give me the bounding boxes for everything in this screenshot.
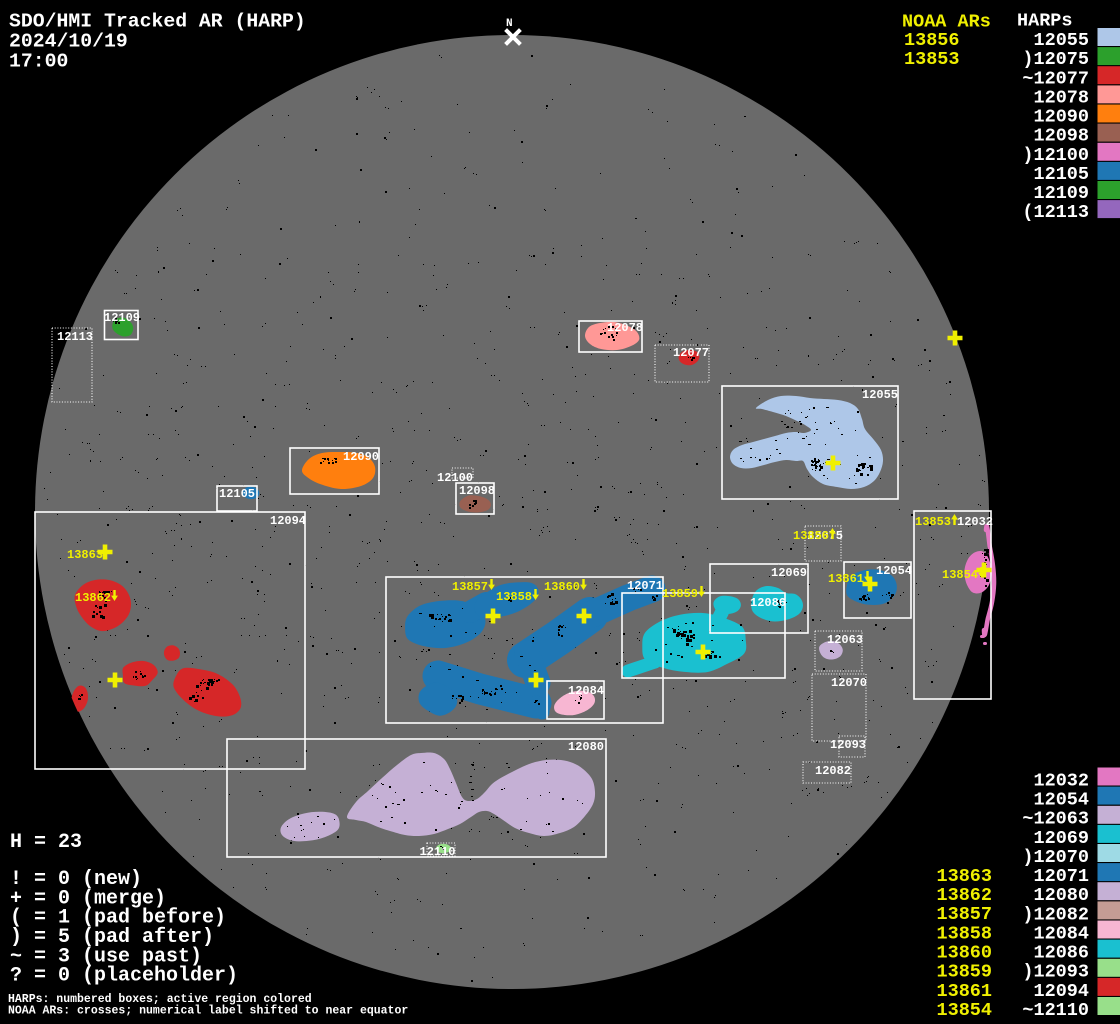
svg-text:12077: 12077 — [673, 346, 709, 360]
svg-text:)12075: )12075 — [1022, 49, 1089, 70]
svg-text:12113: 12113 — [57, 330, 93, 344]
svg-text:12080: 12080 — [1033, 885, 1089, 906]
svg-text:NOAA ARs: NOAA ARs — [902, 12, 991, 33]
svg-text:12071: 12071 — [627, 579, 663, 593]
svg-text:12054: 12054 — [876, 564, 912, 578]
svg-text:)12100: )12100 — [1022, 145, 1089, 166]
svg-text:+ = 0 (merge): + = 0 (merge) — [10, 887, 166, 910]
svg-text:~12110: ~12110 — [1022, 1000, 1089, 1021]
svg-text:12032: 12032 — [1033, 770, 1089, 791]
svg-text:12094: 12094 — [1033, 981, 1089, 1002]
svg-text:)12093: )12093 — [1022, 962, 1089, 983]
svg-text:13858: 13858 — [936, 923, 992, 944]
svg-text:13861: 13861 — [828, 572, 864, 586]
svg-text:12055: 12055 — [862, 388, 898, 402]
svg-text:13857: 13857 — [936, 904, 992, 925]
svg-text:12090: 12090 — [343, 450, 379, 464]
svg-text:12109: 12109 — [1033, 183, 1089, 204]
svg-text:12090: 12090 — [1033, 107, 1089, 128]
svg-text:N: N — [506, 18, 513, 30]
svg-text:12110: 12110 — [420, 845, 456, 859]
svg-text:12084: 12084 — [1033, 923, 1089, 944]
svg-text:13859: 13859 — [662, 587, 698, 601]
svg-text:12032: 12032 — [957, 515, 993, 529]
svg-text:~12063: ~12063 — [1022, 809, 1089, 830]
svg-text:H = 23: H = 23 — [10, 831, 82, 854]
svg-text:( = 1 (pad before): ( = 1 (pad before) — [10, 907, 226, 930]
svg-text:13854: 13854 — [936, 1000, 992, 1021]
svg-text:13862: 13862 — [936, 885, 992, 906]
svg-text:12070: 12070 — [831, 676, 867, 690]
svg-text:)12070: )12070 — [1022, 847, 1089, 868]
svg-text:12078: 12078 — [607, 321, 643, 335]
svg-text:12093: 12093 — [830, 738, 866, 752]
svg-text:SDO/HMI Tracked AR (HARP): SDO/HMI Tracked AR (HARP) — [9, 11, 306, 33]
svg-text:13860: 13860 — [544, 580, 580, 594]
svg-text:13857: 13857 — [452, 580, 488, 594]
svg-text:12100: 12100 — [437, 471, 473, 485]
svg-text:13853: 13853 — [904, 49, 960, 70]
svg-text:(12113: (12113 — [1022, 202, 1089, 223]
svg-text:HARPs: numbered boxes; active: HARPs: numbered boxes; active region col… — [8, 993, 312, 1006]
svg-text:13858: 13858 — [496, 590, 532, 604]
svg-text:)12082: )12082 — [1022, 904, 1089, 925]
svg-text:13863: 13863 — [936, 866, 992, 887]
svg-text:12080: 12080 — [568, 740, 604, 754]
svg-text:12055: 12055 — [1033, 30, 1089, 51]
svg-text:12105: 12105 — [1033, 164, 1089, 185]
svg-text:NOAA ARs: crosses; numerical l: NOAA ARs: crosses; numerical label shift… — [8, 1005, 408, 1018]
svg-text:13859: 13859 — [936, 962, 992, 983]
svg-text:12069: 12069 — [771, 566, 807, 580]
svg-text:) = 5 (pad after): ) = 5 (pad after) — [10, 926, 214, 949]
svg-text:13856: 13856 — [904, 30, 960, 51]
svg-text:13861: 13861 — [936, 981, 992, 1002]
svg-text:12084: 12084 — [568, 684, 604, 698]
svg-text:12071: 12071 — [1033, 866, 1089, 887]
svg-text:12063: 12063 — [827, 633, 863, 647]
svg-text:13856: 13856 — [793, 529, 829, 543]
svg-text:12082: 12082 — [815, 764, 851, 778]
svg-text:13862: 13862 — [75, 591, 111, 605]
svg-text:13860: 13860 — [936, 943, 992, 964]
svg-text:HARPs: HARPs — [1017, 11, 1073, 32]
svg-text:12094: 12094 — [270, 514, 306, 528]
svg-text:12098: 12098 — [459, 484, 495, 498]
svg-text:~ = 3 (use past): ~ = 3 (use past) — [10, 945, 202, 968]
svg-text:13854: 13854 — [942, 568, 978, 582]
svg-text:12086: 12086 — [1033, 943, 1089, 964]
svg-text:12069: 12069 — [1033, 828, 1089, 849]
svg-text:12054: 12054 — [1033, 790, 1089, 811]
svg-text:12098: 12098 — [1033, 126, 1089, 147]
svg-text:! = 0 (new): ! = 0 (new) — [10, 868, 142, 891]
svg-text:12105: 12105 — [219, 487, 255, 501]
svg-text:12078: 12078 — [1033, 88, 1089, 109]
svg-text:2024/10/19: 2024/10/19 — [9, 31, 128, 53]
svg-text:? = 0 (placeholder): ? = 0 (placeholder) — [10, 965, 238, 988]
svg-text:12109: 12109 — [104, 311, 140, 325]
svg-text:~12077: ~12077 — [1022, 68, 1089, 89]
svg-text:12086: 12086 — [750, 596, 786, 610]
svg-text:13863: 13863 — [67, 548, 103, 562]
svg-text:13853: 13853 — [915, 515, 951, 529]
svg-text:17:00: 17:00 — [9, 51, 68, 73]
